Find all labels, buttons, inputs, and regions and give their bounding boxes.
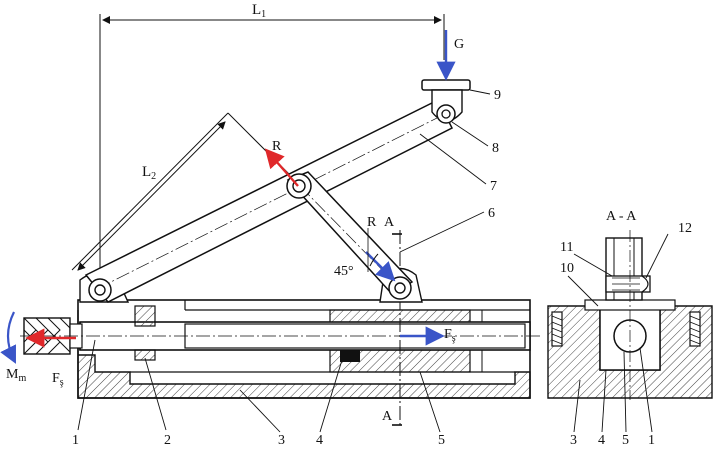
leader-lines — [77, 89, 491, 433]
part-label-9: 9 — [494, 88, 501, 103]
pivot-bottom — [388, 276, 412, 300]
part-label-10: 10 — [560, 261, 574, 276]
force-r-top-label: R — [272, 139, 282, 154]
bearing — [134, 305, 156, 361]
section-cut-line — [392, 230, 402, 428]
part-label-5: 5 — [438, 433, 445, 448]
moment-arc — [0, 311, 16, 364]
part-label-1: 1 — [72, 433, 79, 448]
force-r-bottom-label: R — [367, 215, 377, 230]
section-view — [547, 230, 713, 400]
part-label-3: 3 — [278, 433, 285, 448]
dimension-l1-label: L1 — [252, 2, 266, 20]
angle-label: 45° — [334, 264, 354, 279]
pivot-top — [436, 104, 456, 124]
section-leaders — [567, 233, 669, 433]
force-r-top-arrow — [264, 148, 299, 187]
pivot-left — [88, 278, 112, 302]
section-cut-top: A — [384, 215, 395, 230]
section-part-label-3: 3 — [570, 433, 577, 448]
part-label-12: 12 — [678, 221, 692, 236]
section-part-label-1: 1 — [648, 433, 655, 448]
dimension-l2-label: L2 — [142, 164, 156, 182]
section-title: A - A — [606, 209, 637, 224]
section-cut-bottom: A — [382, 409, 393, 424]
angle-45-marker — [367, 228, 379, 272]
part-label-2: 2 — [164, 433, 171, 448]
force-fs-left-label: Fş — [52, 371, 64, 388]
force-r-bottom-arrow — [365, 251, 396, 282]
force-fs-right-label: Fş — [444, 327, 456, 344]
part-label-8: 8 — [492, 141, 499, 156]
section-part-label-5: 5 — [622, 433, 629, 448]
part-label-7: 7 — [490, 179, 497, 194]
moment-label: Mm — [6, 367, 26, 384]
part-label-6: 6 — [488, 206, 495, 221]
part-label-4: 4 — [316, 433, 323, 448]
section-part-label-4: 4 — [598, 433, 605, 448]
part-label-11: 11 — [560, 240, 573, 255]
force-g-label: G — [454, 37, 464, 52]
